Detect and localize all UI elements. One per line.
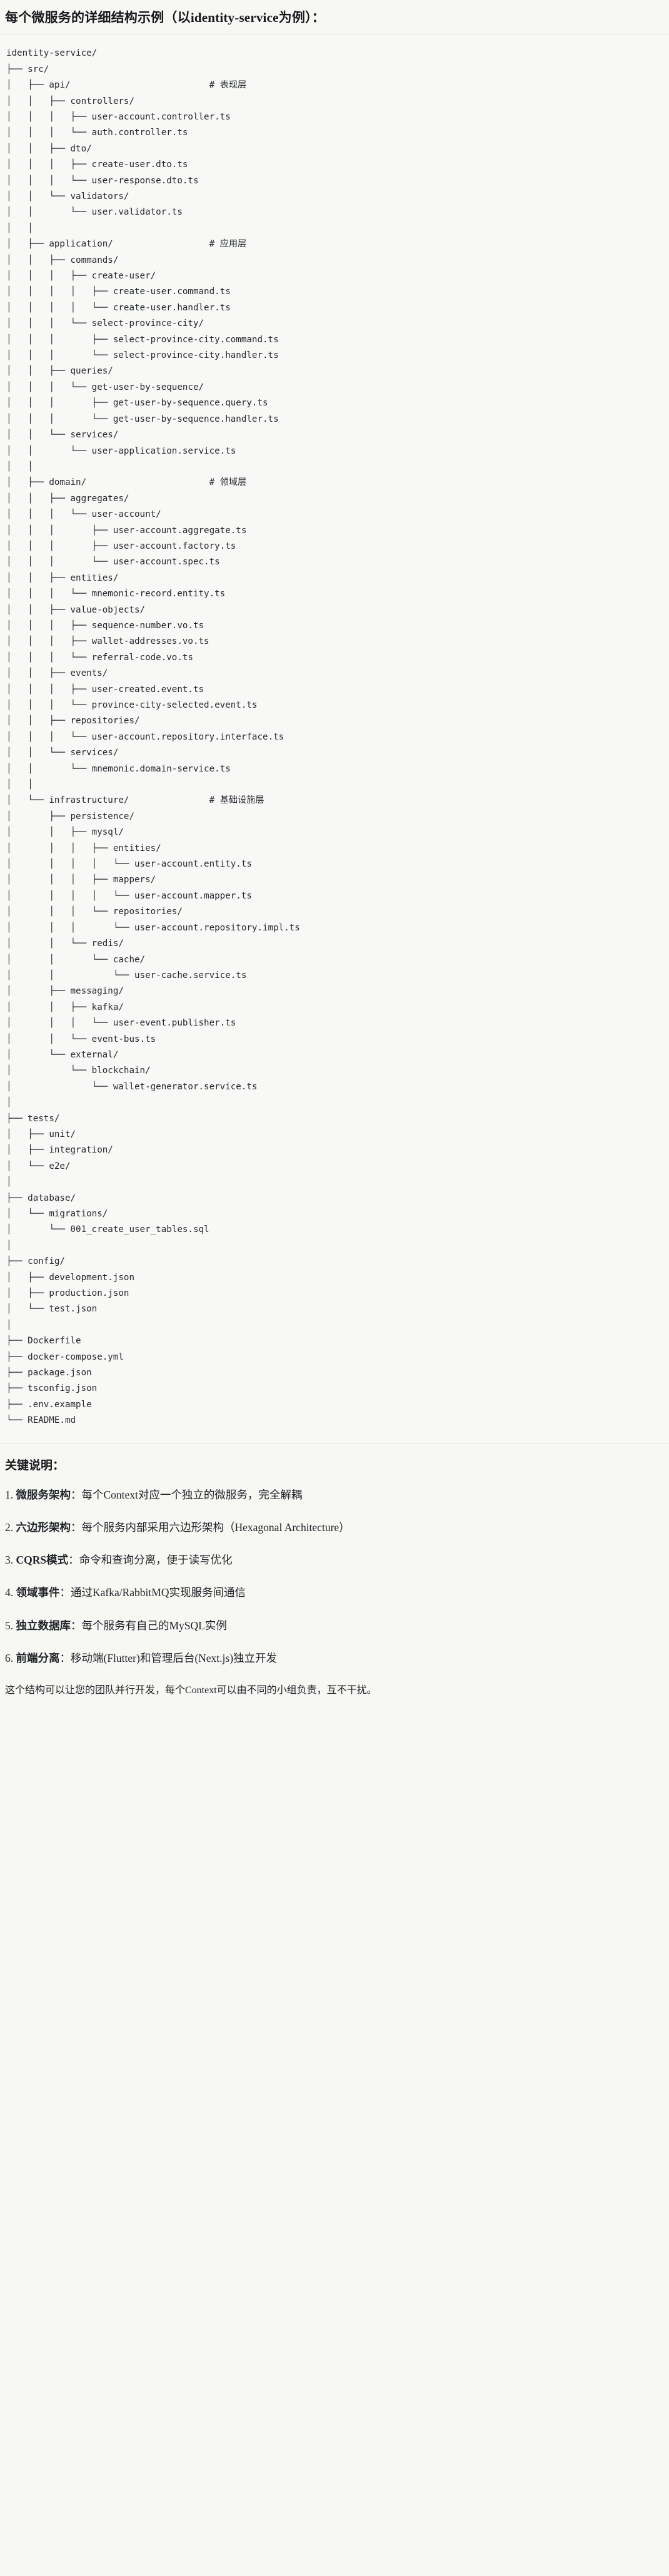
directory-tree: identity-service/ ├── src/ │ ├── api/ # … bbox=[6, 48, 300, 1426]
note-lead: 微服务架构 bbox=[16, 1488, 71, 1501]
list-item: 领域事件：通过Kafka/RabbitMQ实现服务间通信 bbox=[5, 1584, 664, 1601]
list-item: 六边形架构：每个服务内部采用六边形架构（Hexagonal Architectu… bbox=[5, 1519, 664, 1535]
closing-paragraph: 这个结构可以让您的团队并行开发，每个Context可以由不同的小组负责，互不干扰… bbox=[5, 1685, 377, 1696]
page-title-prefix: 每个微服务的详细结构示例（以 bbox=[5, 10, 191, 25]
note-lead: 六边形架构 bbox=[16, 1520, 71, 1534]
key-notes-block: 关键说明： 微服务架构：每个Context对应一个独立的微服务，完全解耦 六边形… bbox=[0, 1443, 669, 1715]
title-block: 每个微服务的详细结构示例（以identity-service为例）： bbox=[0, 0, 669, 35]
note-body: ：命令和查询分离，便于读写优化 bbox=[68, 1554, 233, 1567]
list-item: 微服务架构：每个Context对应一个独立的微服务，完全解耦 bbox=[5, 1487, 664, 1503]
key-notes-list: 微服务架构：每个Context对应一个独立的微服务，完全解耦 六边形架构：每个服… bbox=[5, 1487, 664, 1667]
key-notes-heading: 关键说明： bbox=[5, 1458, 65, 1472]
page-title-suffix: 为例）： bbox=[278, 10, 325, 25]
note-body: ：每个服务内部采用六边形架构（Hexagonal Architecture） bbox=[71, 1520, 350, 1534]
note-body: ：每个Context对应一个独立的微服务，完全解耦 bbox=[71, 1488, 303, 1501]
note-lead: 独立数据库 bbox=[16, 1619, 71, 1632]
note-lead: CQRS模式 bbox=[16, 1554, 69, 1567]
list-item: 独立数据库：每个服务有自己的MySQL实例 bbox=[5, 1617, 664, 1634]
page-title: 每个微服务的详细结构示例（以identity-service为例）： bbox=[5, 9, 664, 26]
directory-tree-block: identity-service/ ├── src/ │ ├── api/ # … bbox=[0, 34, 669, 1443]
note-body: ：通过Kafka/RabbitMQ实现服务间通信 bbox=[59, 1586, 246, 1599]
page-title-service-name: identity-service bbox=[190, 10, 279, 25]
list-item: CQRS模式：命令和查询分离，便于读写优化 bbox=[5, 1552, 664, 1568]
note-lead: 领域事件 bbox=[16, 1586, 60, 1599]
note-body: ：移动端(Flutter)和管理后台(Next.js)独立开发 bbox=[59, 1651, 278, 1664]
note-body: ：每个服务有自己的MySQL实例 bbox=[71, 1619, 227, 1632]
list-item: 前端分离：移动端(Flutter)和管理后台(Next.js)独立开发 bbox=[5, 1650, 664, 1666]
page-root: 每个微服务的详细结构示例（以identity-service为例）： ident… bbox=[0, 0, 669, 1715]
note-lead: 前端分离 bbox=[16, 1651, 60, 1664]
